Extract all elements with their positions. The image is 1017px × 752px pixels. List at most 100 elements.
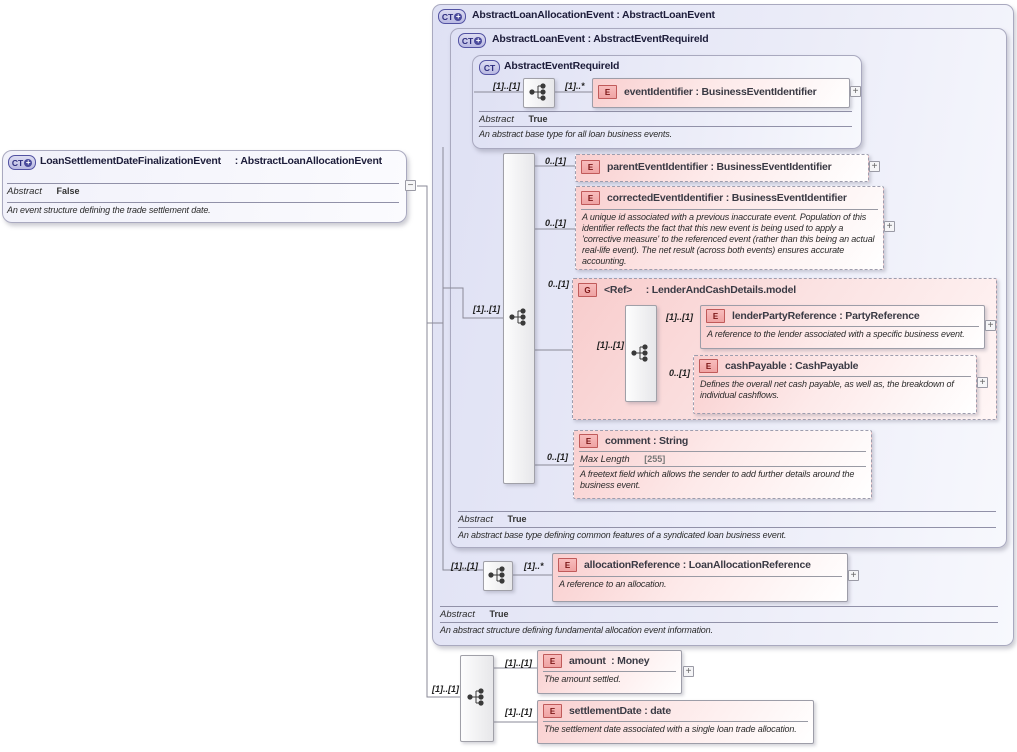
sequence-compositor-icon: [631, 344, 648, 362]
group-label: <Ref> : LenderAndCashDetails.model: [604, 284, 796, 296]
badge-ct-text: CT: [461, 35, 474, 46]
sequence-compositor[interactable]: [460, 655, 494, 742]
element-badge: E: [581, 160, 600, 174]
sequence-compositor[interactable]: [483, 561, 513, 591]
element-badge: E: [706, 309, 725, 323]
element-label: parentEventIdentifier : BusinessEventIde…: [607, 161, 832, 173]
max-length-row: Max Length [255]: [579, 451, 866, 466]
expand-button[interactable]: +: [683, 666, 694, 677]
element-badge: E: [598, 85, 617, 99]
element-description: A reference to the lender associated wit…: [706, 326, 979, 340]
cardinality-label: [1]..[1]: [493, 81, 520, 91]
sequence-compositor-icon: [467, 688, 484, 706]
element-label: amount : Money: [569, 655, 650, 667]
abstract-label: Abstract: [440, 609, 475, 620]
element-description: A reference to an allocation.: [558, 576, 842, 590]
element-cashPayable[interactable]: E cashPayable : CashPayable Defines the …: [693, 355, 977, 414]
abstract-row: Abstract True: [440, 606, 998, 620]
max-length-value: [255]: [644, 454, 666, 464]
complex-type-badge: CT+: [438, 9, 466, 24]
element-badge: E: [558, 558, 577, 572]
collapse-button[interactable]: −: [405, 180, 416, 191]
expand-button[interactable]: +: [977, 377, 988, 388]
max-length-label: Max Length: [580, 454, 630, 465]
group-badge: G: [578, 283, 597, 297]
element-lenderPartyReference[interactable]: E lenderPartyReference : PartyReference …: [700, 305, 985, 349]
element-description: The amount settled.: [543, 671, 676, 685]
abstract-value: False: [56, 186, 80, 196]
element-label: allocationReference : LoanAllocationRefe…: [584, 559, 811, 571]
cardinality-label: 0..[1]: [669, 368, 691, 378]
sequence-compositor-icon: [509, 308, 526, 326]
cardinality-label: 0..[1]: [545, 156, 567, 166]
derived-plus-icon: +: [24, 157, 33, 167]
sequence-compositor[interactable]: [523, 78, 555, 108]
badge-ct-text: CT: [11, 157, 24, 168]
element-badge: E: [543, 654, 562, 668]
cardinality-label: 0..[1]: [547, 452, 569, 462]
loan-event-title: AbstractLoanEvent : AbstractEventRequire…: [492, 33, 709, 45]
element-badge: E: [581, 191, 600, 205]
cardinality-label: [1]..[1]: [505, 658, 532, 668]
abstract-label: Abstract: [479, 114, 514, 125]
element-label: lenderPartyReference : PartyReference: [732, 310, 920, 322]
abstract-label: Abstract: [7, 186, 42, 197]
cardinality-label: [1]..[1]: [597, 340, 624, 350]
cardinality-label: [1]..[1]: [666, 312, 693, 322]
abstract-row: Abstract True: [458, 511, 996, 525]
cardinality-label: [1]..*: [524, 561, 544, 571]
badge-ct-text: CT: [441, 11, 454, 22]
complex-type-badge: CT+: [8, 155, 36, 170]
cardinality-label: [1]..[1]: [451, 561, 478, 571]
allocation-event-title: AbstractLoanAllocationEvent : AbstractLo…: [472, 9, 715, 21]
expand-button[interactable]: +: [848, 570, 859, 581]
cardinality-label: [1]..[1]: [473, 304, 500, 314]
sequence-compositor-icon: [529, 83, 546, 101]
derived-plus-icon: +: [474, 35, 483, 45]
abstract-value: True: [489, 609, 509, 619]
abstract-value: True: [528, 114, 548, 124]
element-allocationReference[interactable]: E allocationReference : LoanAllocationRe…: [552, 553, 848, 602]
element-description: The settlement date associated with a si…: [543, 721, 808, 735]
cardinality-label: [1]..*: [565, 81, 585, 91]
abstract-value: True: [507, 514, 527, 524]
element-correctedEventIdentifier[interactable]: E correctedEventIdentifier : BusinessEve…: [575, 186, 884, 270]
expand-button[interactable]: +: [869, 161, 880, 172]
cardinality-label: [1]..[1]: [505, 707, 532, 717]
complex-type-badge: CT: [479, 60, 500, 75]
abstract-row: Abstract True: [479, 111, 852, 125]
expand-button[interactable]: +: [985, 320, 996, 331]
cardinality-label: 0..[1]: [548, 279, 570, 289]
element-label: eventIdentifier : BusinessEventIdentifie…: [624, 86, 817, 98]
element-badge: E: [699, 359, 718, 373]
badge-ct-text: CT: [483, 62, 496, 73]
sequence-compositor[interactable]: [503, 153, 535, 484]
element-badge: E: [543, 704, 562, 718]
expand-button[interactable]: +: [884, 221, 895, 232]
event-require-id-title: AbstractEventRequireId: [504, 60, 620, 72]
element-label: correctedEventIdentifier : BusinessEvent…: [607, 192, 847, 204]
expand-button[interactable]: +: [850, 86, 861, 97]
element-amount[interactable]: E amount : Money The amount settled.: [537, 650, 682, 694]
left-type-suffix: : AbstractLoanAllocationEvent: [232, 155, 382, 167]
abstract-row: Abstract False: [7, 183, 399, 197]
type-box-loan-settlement-date-finalization-event[interactable]: [2, 150, 407, 223]
derived-plus-icon: +: [454, 11, 463, 21]
event-require-id-description: An abstract base type for all loan busin…: [479, 126, 852, 140]
element-description: Defines the overall net cash payable, as…: [699, 376, 971, 401]
element-settlementDate[interactable]: E settlementDate : date The settlement d…: [537, 700, 814, 744]
element-description: A unique id associated with a previous i…: [581, 209, 878, 267]
element-eventIdentifier[interactable]: E eventIdentifier : BusinessEventIdentif…: [592, 78, 850, 108]
cardinality-label: [1]..[1]: [432, 684, 459, 694]
element-description: A freetext field which allows the sender…: [579, 466, 866, 491]
element-label: cashPayable : CashPayable: [725, 360, 859, 372]
element-comment[interactable]: E comment : String Max Length [255] A fr…: [573, 430, 872, 499]
cardinality-label: 0..[1]: [545, 218, 567, 228]
abstract-label: Abstract: [458, 514, 493, 525]
left-type-description: An event structure defining the trade se…: [7, 202, 399, 216]
sequence-compositor-icon: [488, 566, 505, 584]
allocation-event-description: An abstract structure defining fundament…: [440, 622, 998, 636]
element-parentEventIdentifier[interactable]: E parentEventIdentifier : BusinessEventI…: [575, 154, 869, 182]
element-label: comment : String: [605, 435, 689, 447]
